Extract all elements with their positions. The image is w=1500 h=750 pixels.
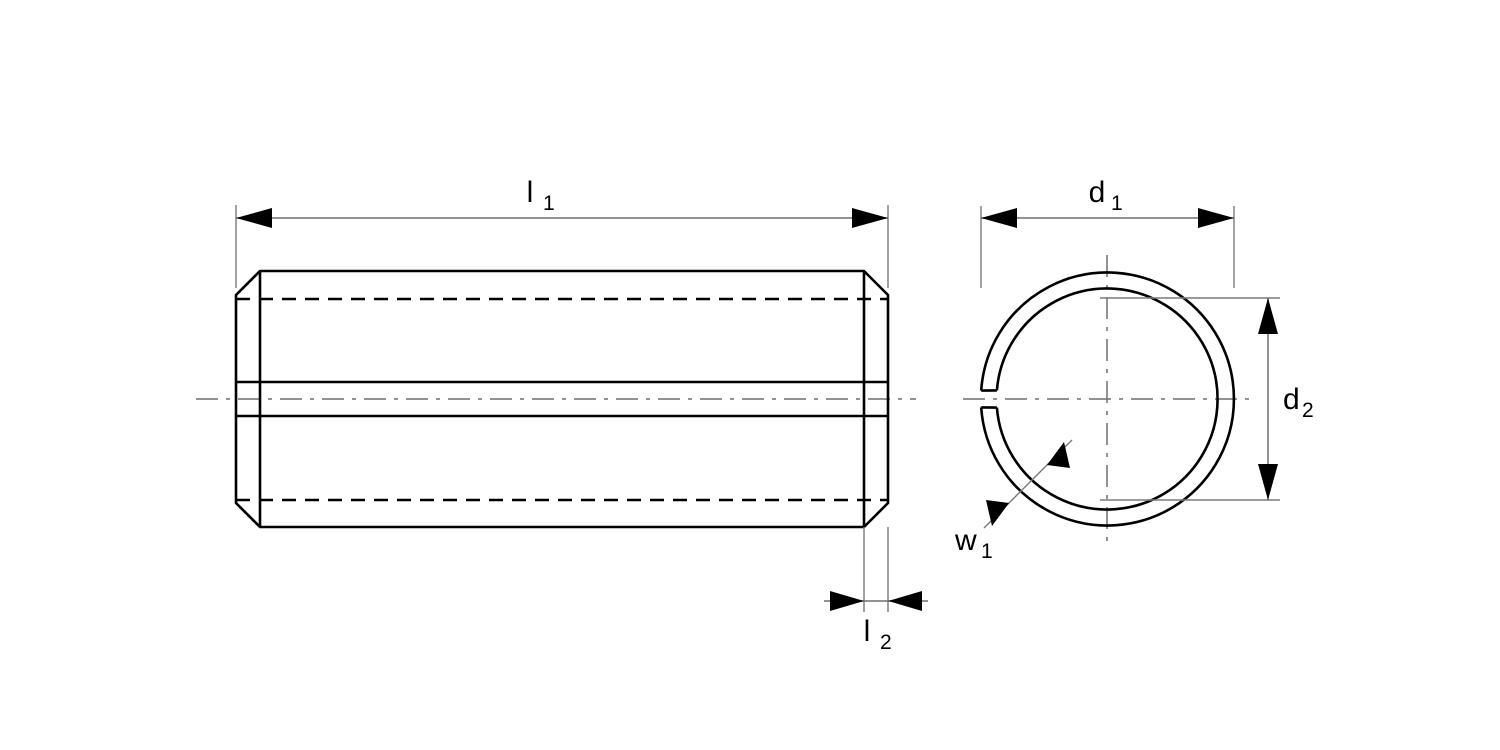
w1-arrow-inner-icon — [1047, 442, 1070, 468]
dimension-d2: d 2 — [1100, 297, 1314, 501]
d1-arrow-right-icon — [1198, 208, 1234, 228]
dimension-w1: w 1 — [954, 439, 1073, 563]
dimension-label-w1: w — [954, 524, 977, 557]
dimension-label-w1-subscript: 1 — [981, 540, 993, 563]
dimension-label-d1: d — [1089, 176, 1106, 209]
outer-ring-arc — [979, 271, 1236, 527]
dimension-label-d2: d — [1283, 383, 1300, 416]
dimension-label-l2-subscript: 2 — [880, 631, 892, 654]
dimension-label-l2: l — [864, 615, 871, 648]
d2-arrow-top-icon — [1258, 298, 1278, 334]
l1-arrow-right-icon — [852, 208, 888, 228]
end-section-view: d 1 d 2 w 1 — [954, 176, 1314, 563]
dimension-l1: l 1 — [235, 176, 889, 288]
dimension-label-d1-subscript: 1 — [1111, 192, 1123, 215]
side-elevation-view: l 1 l 2 — [196, 176, 928, 654]
d2-arrow-bottom-icon — [1258, 464, 1278, 500]
dimension-d1: d 1 — [980, 176, 1235, 288]
dimension-label-l1-subscript: 1 — [543, 192, 555, 215]
dimension-label-l1: l — [527, 176, 534, 209]
l1-arrow-left-icon — [236, 208, 272, 228]
w1-arrow-outer-icon — [986, 500, 1009, 526]
inner-ring-arc — [995, 287, 1219, 511]
d1-arrow-left-icon — [981, 208, 1017, 228]
l2-arrow-left-icon — [830, 591, 864, 611]
dimension-l2: l 2 — [824, 527, 928, 654]
l2-arrow-right-icon — [888, 591, 922, 611]
dimension-label-d2-subscript: 2 — [1302, 399, 1314, 422]
